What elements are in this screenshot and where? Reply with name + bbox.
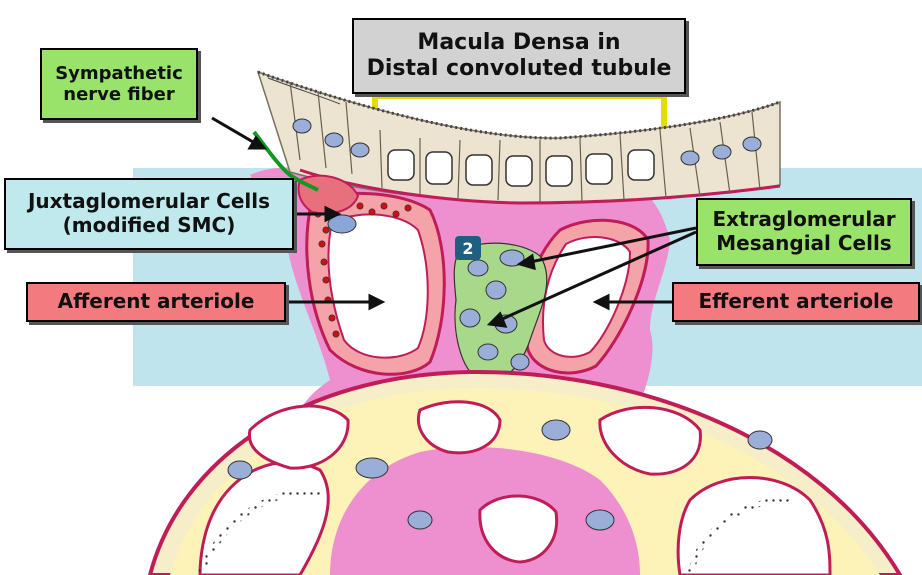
svg-text:2: 2: [462, 239, 473, 258]
arrow-nerve: [211, 116, 261, 148]
arrow-mesangial-2: [499, 230, 697, 322]
label-extra-line1: Extraglomerular: [712, 207, 896, 232]
label-sympathetic-nerve: Sympathetic nerve fiber: [40, 48, 198, 120]
label-efferent-arteriole: Efferent arteriole: [672, 282, 920, 322]
label-sympathetic-line2: nerve fiber: [63, 84, 175, 105]
label-efferent-text: Efferent arteriole: [698, 289, 894, 314]
label-afferent-text: Afferent arteriole: [57, 289, 255, 314]
sympathetic-nerve-fiber: [252, 130, 319, 192]
label-extraglomerular-mesangial: Extraglomerular Mesangial Cells: [696, 198, 912, 266]
afferent-arteriole: [305, 191, 446, 376]
glomerulus: [147, 369, 903, 575]
label-juxta-line1: Juxtaglomerular Cells: [27, 189, 271, 214]
label-macula-densa: Macula Densa in Distal convoluted tubule: [352, 18, 686, 94]
arrow-mesangial-1: [529, 226, 697, 264]
label-extra-line2: Mesangial Cells: [716, 231, 892, 255]
label-macula-densa-line1: Macula Densa in: [417, 30, 621, 56]
distal-tubule: [256, 70, 781, 205]
label-sympathetic-line1: Sympathetic: [55, 62, 183, 84]
label-juxta-line2: (modified SMC): [62, 213, 236, 237]
label-macula-densa-line2: Distal convoluted tubule: [366, 56, 672, 81]
figure-badge: 2: [455, 236, 481, 260]
label-juxtaglomerular-cells: Juxtaglomerular Cells (modified SMC): [4, 178, 294, 250]
juxtaglomerular-cell-mass: [297, 174, 360, 215]
arrows: [211, 116, 697, 328]
label-afferent-arteriole: Afferent arteriole: [26, 282, 286, 322]
